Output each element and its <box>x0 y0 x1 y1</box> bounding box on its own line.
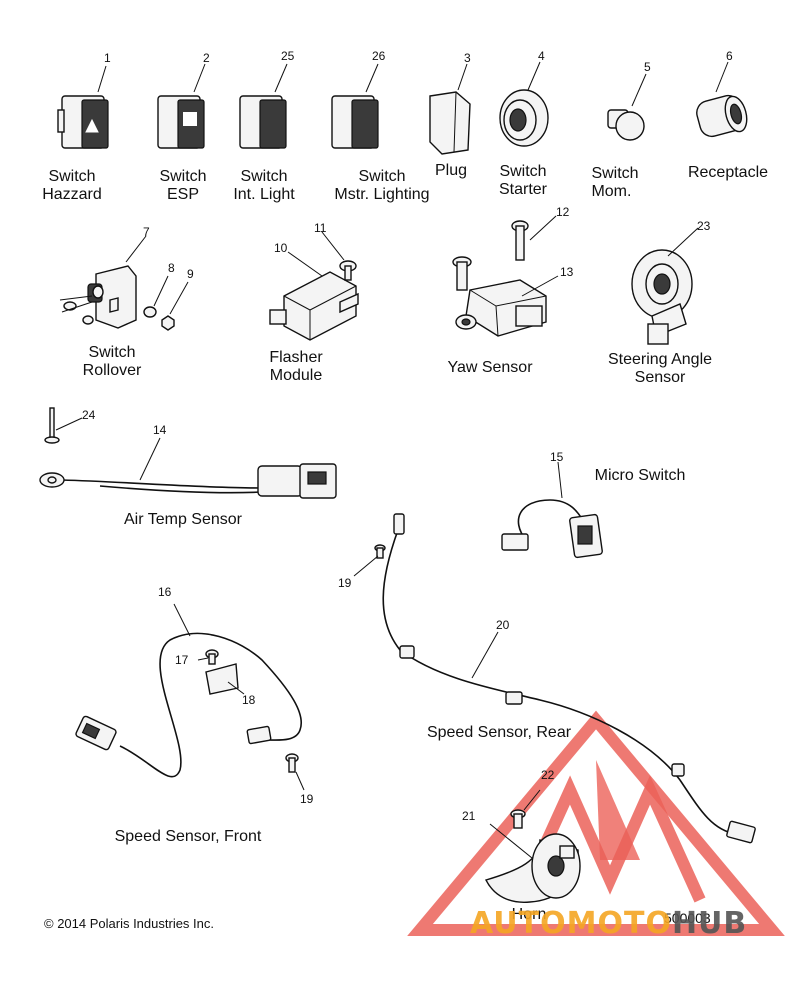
part-number-24: 24 <box>82 408 96 422</box>
part-number-16: 16 <box>158 585 172 599</box>
part-number-13: 13 <box>560 265 574 279</box>
label-micro-switch: Micro Switch <box>582 467 698 485</box>
label-text: Switch Starter <box>498 163 547 198</box>
label-text: Horn <box>511 906 547 923</box>
part-number-18: 18 <box>242 693 256 707</box>
part-number-9: 9 <box>187 267 194 281</box>
part-number-23: 23 <box>697 219 711 233</box>
label-flasher-module: Flasher Module <box>256 349 336 385</box>
label-switch-starter: Switch Starter <box>490 163 556 199</box>
part-number-15: 15 <box>550 450 564 464</box>
label-plug: Plug <box>428 162 474 180</box>
label-text: Switch Mom. <box>591 165 639 200</box>
horn-icon <box>484 789 581 903</box>
switch-mstr-lighting-icon <box>331 63 379 149</box>
label-switch-mstr-lighting: Switch Mstr. Lighting <box>322 168 442 204</box>
switch-int-light-icon <box>239 63 288 149</box>
part-number-26: 26 <box>372 49 386 63</box>
label-speed-sensor-front: Speed Sensor, Front <box>90 828 286 846</box>
label-switch-rollover: Switch Rollover <box>74 344 150 380</box>
part-number-14: 14 <box>153 423 167 437</box>
part-number-19-front: 19 <box>300 792 314 806</box>
speed-sensor-rear-icon <box>353 513 756 844</box>
part-number-5: 5 <box>644 60 651 74</box>
label-switch-int-light: Switch Int. Light <box>224 168 304 204</box>
diagram-id: 500003 <box>664 910 711 926</box>
label-switch-esp: Switch ESP <box>150 168 216 204</box>
label-air-temp-sensor: Air Temp Sensor <box>108 511 258 529</box>
part-number-19-rear: 19 <box>338 576 352 590</box>
part-number-7: 7 <box>143 225 150 239</box>
speed-sensor-front-icon <box>75 603 305 791</box>
part-number-4: 4 <box>538 49 545 63</box>
part-number-17: 17 <box>175 653 189 667</box>
label-text: Speed Sensor, Front <box>114 828 262 845</box>
steering-angle-sensor-icon <box>631 227 699 345</box>
label-text: Air Temp Sensor <box>124 511 242 528</box>
part-number-8: 8 <box>168 261 175 275</box>
plug-icon <box>429 63 471 155</box>
label-text: Switch ESP <box>159 168 207 203</box>
watermark-suffix: HUB <box>671 906 748 941</box>
switch-esp-icon <box>157 63 206 149</box>
receptacle-icon <box>696 61 748 138</box>
part-number-11: 11 <box>314 221 327 235</box>
label-steering-angle-sensor: Steering Angle Sensor <box>596 351 724 387</box>
label-horn: Horn <box>506 906 552 924</box>
label-receptacle: Receptacle <box>680 164 776 182</box>
part-number-10: 10 <box>274 241 288 255</box>
watermark-text: AUTOMOTOHUB <box>470 906 747 941</box>
label-text: Switch Rollover <box>82 344 142 379</box>
label-text: Switch Int. Light <box>233 168 295 203</box>
label-text: Flasher Module <box>269 349 323 384</box>
flasher-module-icon <box>269 231 359 341</box>
micro-switch-icon <box>501 461 603 559</box>
part-number-1: 1 <box>104 51 111 65</box>
label-text: Speed Sensor, Rear <box>426 724 572 741</box>
air-temp-sensor-icon <box>39 407 337 499</box>
label-text: Switch Mstr. Lighting <box>334 168 430 203</box>
switch-hazzard-icon <box>57 65 109 149</box>
yaw-sensor-icon <box>452 215 559 337</box>
switch-starter-icon <box>499 61 549 147</box>
label-text: Micro Switch <box>594 467 686 484</box>
label-switch-hazzard: Switch Hazzard <box>34 168 110 204</box>
label-text: Switch Hazzard <box>42 168 102 203</box>
part-number-22: 22 <box>541 768 555 782</box>
part-number-21: 21 <box>462 809 476 823</box>
label-switch-mom: Switch Mom. <box>582 165 648 201</box>
part-number-6: 6 <box>726 49 733 63</box>
switch-mom-icon <box>607 73 647 141</box>
watermark-logo-icon <box>407 710 785 936</box>
part-number-2: 2 <box>203 51 210 65</box>
copyright: © 2014 Polaris Industries Inc. <box>44 916 214 931</box>
label-speed-sensor-rear: Speed Sensor, Rear <box>404 724 594 742</box>
label-text: Steering Angle Sensor <box>607 351 713 386</box>
part-number-3: 3 <box>464 51 471 65</box>
label-text: Plug <box>434 162 468 179</box>
watermark-prefix: AUTOMOTO <box>470 906 672 941</box>
label-text: Yaw Sensor <box>447 359 533 376</box>
part-number-12: 12 <box>556 205 570 219</box>
switch-rollover-icon <box>59 235 189 331</box>
label-text: Receptacle <box>687 164 769 181</box>
label-yaw-sensor: Yaw Sensor <box>434 359 546 377</box>
part-number-25: 25 <box>281 49 295 63</box>
part-number-20: 20 <box>496 618 510 632</box>
